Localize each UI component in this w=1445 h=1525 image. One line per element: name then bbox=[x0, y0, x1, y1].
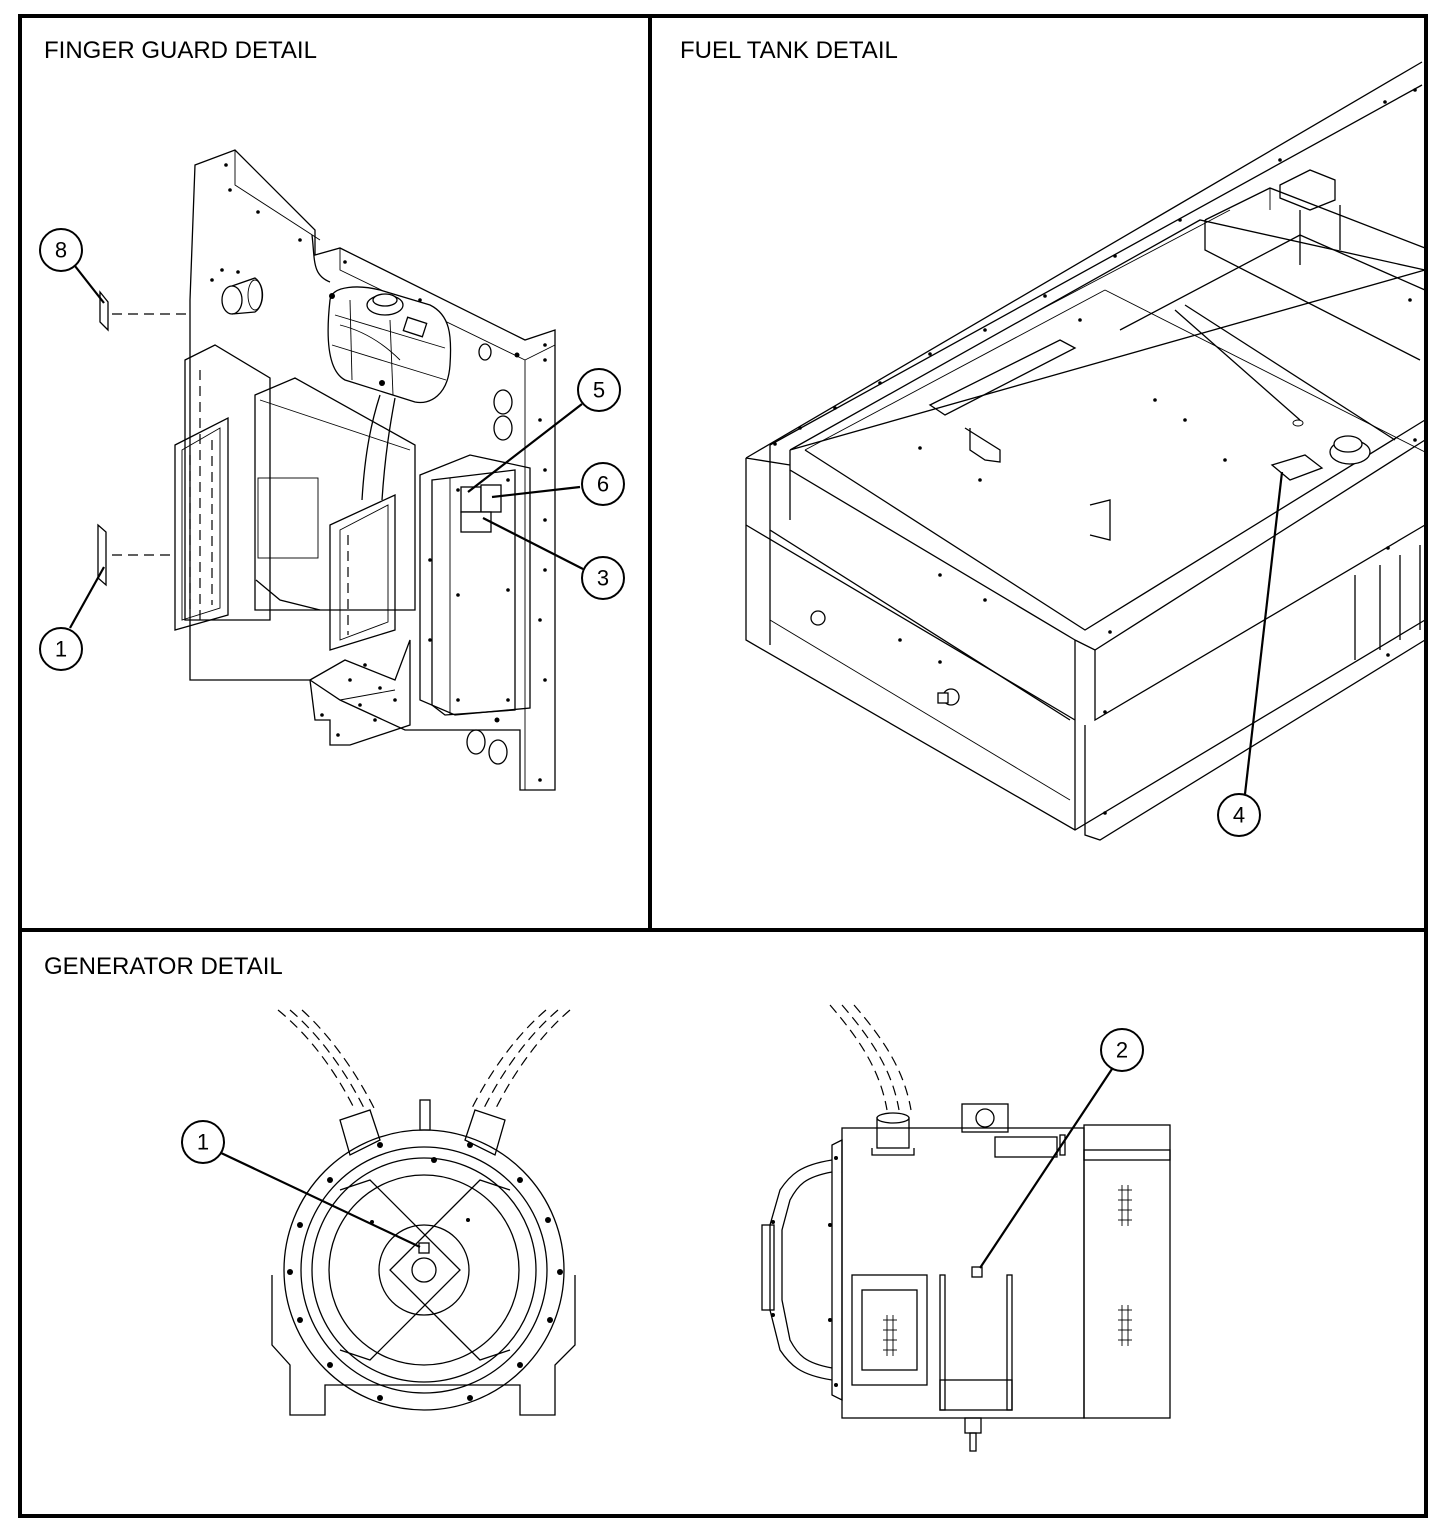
callout-3: 3 bbox=[581, 556, 625, 600]
finger-guard-decals bbox=[97, 290, 190, 587]
generator-side-view bbox=[761, 1004, 1171, 1452]
fuel-tank-assembly bbox=[745, 61, 1426, 841]
finger-guard-leaders bbox=[69, 265, 584, 629]
callout-5-label: 5 bbox=[593, 378, 605, 403]
callout-6-label: 6 bbox=[597, 472, 609, 497]
fuel-tank-detail-title: FUEL TANK DETAIL bbox=[680, 37, 898, 64]
drawing-frames bbox=[18, 14, 1428, 1518]
generator-front-view bbox=[271, 1009, 576, 1416]
callout-3-label: 3 bbox=[597, 566, 609, 591]
callout-5: 5 bbox=[577, 368, 621, 412]
callout-1-finger-guard-label: 1 bbox=[55, 637, 67, 662]
callout-6: 6 bbox=[581, 462, 625, 506]
callout-8: 8 bbox=[39, 228, 83, 272]
generator-front-leader bbox=[218, 1151, 421, 1248]
callout-4-label: 4 bbox=[1233, 803, 1245, 828]
finger-guard-assembly bbox=[174, 149, 556, 791]
finger-guard-detail-title: FINGER GUARD DETAIL bbox=[44, 37, 317, 64]
generator-side-leader bbox=[979, 1068, 1113, 1269]
callout-1-generator: 1 bbox=[181, 1120, 225, 1164]
callout-1-finger-guard: 1 bbox=[39, 627, 83, 671]
callout-2: 2 bbox=[1100, 1028, 1144, 1072]
fuel-tank-leader bbox=[1243, 471, 1284, 795]
callout-8-label: 8 bbox=[55, 238, 67, 263]
callout-1-generator-label: 1 bbox=[197, 1130, 209, 1155]
callout-2-label: 2 bbox=[1116, 1038, 1128, 1063]
callout-4: 4 bbox=[1217, 793, 1261, 837]
generator-detail-title: GENERATOR DETAIL bbox=[44, 953, 283, 980]
